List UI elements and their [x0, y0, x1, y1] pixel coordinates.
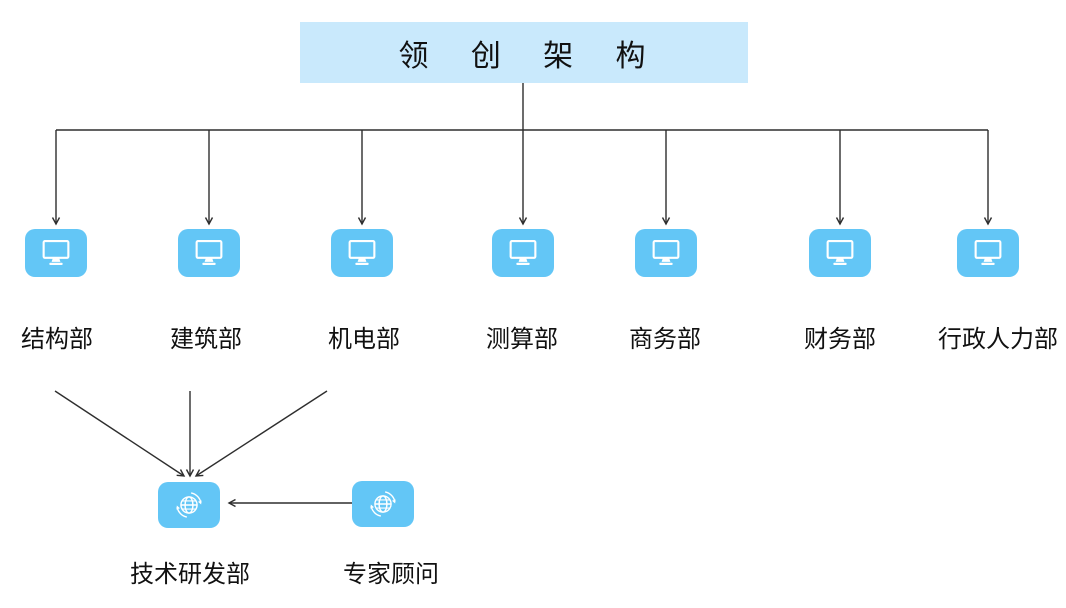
node-shangwubu[interactable]	[635, 229, 697, 277]
node-jishuyanfabu[interactable]	[158, 482, 220, 528]
edge-jiegou-to-tech	[54, 390, 186, 477]
node-jidianbu[interactable]	[331, 229, 393, 277]
label-jiegoubu: 结构部	[21, 326, 93, 353]
monitor-icon	[505, 238, 541, 268]
label-caiwubu: 财务部	[804, 326, 876, 353]
globe-icon	[172, 488, 206, 522]
label-xingzhengrenlibu: 行政人力部	[938, 326, 1058, 353]
org-title: 领 创 架 构	[398, 39, 650, 73]
node-jianzhubu[interactable]	[178, 229, 240, 277]
label-jidianbu: 机电部	[328, 326, 400, 353]
monitor-icon	[822, 238, 858, 268]
node-zhuanjiaguwen[interactable]	[352, 481, 414, 527]
globe-icon	[366, 487, 400, 521]
node-xingzhengrenlibu[interactable]	[957, 229, 1019, 277]
node-cesuanbu[interactable]	[492, 229, 554, 277]
label-zhuanjiaguwen: 专家顾问	[343, 561, 439, 588]
monitor-icon	[648, 238, 684, 268]
edge-jidian-to-tech	[194, 390, 328, 477]
label-jishuyanfabu: 技术研发部	[130, 561, 250, 588]
monitor-icon	[970, 238, 1006, 268]
label-cesuanbu: 测算部	[486, 326, 558, 353]
node-jiegoubu[interactable]	[25, 229, 87, 277]
label-jianzhubu: 建筑部	[170, 326, 242, 353]
org-title-box[interactable]: 领 创 架 构	[300, 22, 748, 83]
node-caiwubu[interactable]	[809, 229, 871, 277]
monitor-icon	[38, 238, 74, 268]
label-shangwubu: 商务部	[629, 326, 701, 353]
monitor-icon	[344, 238, 380, 268]
monitor-icon	[191, 238, 227, 268]
